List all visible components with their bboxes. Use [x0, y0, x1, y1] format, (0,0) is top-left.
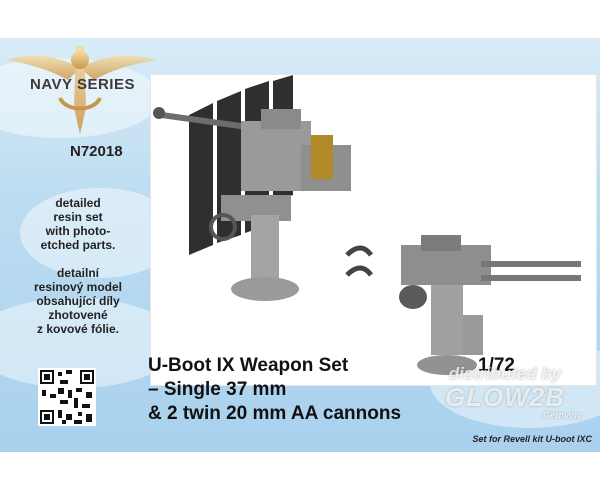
title-line: & 2 twin 20 mm AA cannons [148, 403, 402, 424]
kit-note: Set for Revell kit U-boot IXC [472, 434, 592, 444]
distributor-watermark: distributed by GLOW2B Germany [420, 364, 590, 420]
desc-line: with photo- [45, 224, 111, 238]
desc-line: etched parts. [40, 238, 116, 252]
desc-line: resin set [53, 210, 103, 224]
description-cz: detailní resinový model obsahující díly … [8, 266, 148, 336]
description-en: detailed resin set with photo- etched pa… [8, 196, 148, 252]
desc-line: detailed [55, 196, 101, 210]
title-line: U-Boot IX Weapon Set [148, 355, 349, 376]
desc-line: zhotovené [48, 308, 108, 322]
box-art: NAVY SERIES N72018 detailed resin set wi… [0, 38, 600, 452]
title-line: – Single 37 mm [148, 379, 287, 400]
watermark-line: distributed by [448, 364, 562, 383]
product-code: N72018 [70, 143, 123, 160]
product-title: U-Boot IX Weapon Set – Single 37 mm & 2 … [148, 354, 515, 426]
desc-line: obsahující díly [36, 294, 120, 308]
series-label: NAVY SERIES [30, 76, 135, 93]
scale-label: 1/72 [478, 355, 515, 376]
top-margin [0, 0, 600, 38]
watermark-line: Germany [542, 410, 582, 420]
desc-line: detailní [56, 266, 99, 280]
desc-line: resinový model [33, 280, 123, 294]
desc-line: z kovové fólie. [36, 322, 120, 336]
weapon-render-image [153, 75, 581, 375]
navy-wings-logo-icon [6, 46, 156, 134]
bottom-margin [0, 452, 600, 491]
qr-code-icon [38, 368, 96, 426]
watermark-logo: GLOW2B [444, 382, 566, 412]
product-render-panel [150, 74, 597, 386]
